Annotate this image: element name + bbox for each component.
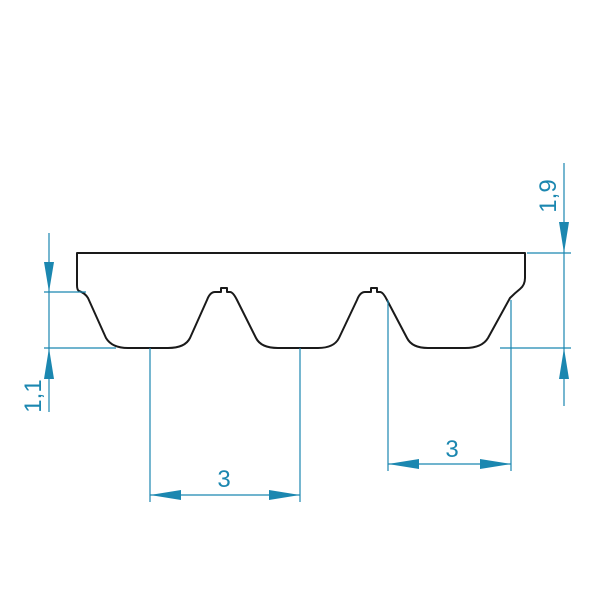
arrow-up-left: [44, 348, 54, 379]
belt-profile-outline: [76, 252, 526, 349]
dimension-pitch-lower: 3: [149, 348, 301, 502]
arrow-down-left: [44, 262, 54, 292]
dimension-pitch-upper: 3: [387, 300, 512, 471]
dimension-tooth-height: 1,1: [20, 233, 116, 413]
arrow-down-right: [559, 222, 569, 253]
arrow-up-right: [559, 348, 569, 379]
arrow-left-upper: [388, 459, 419, 469]
arrow-right-lower: [269, 490, 300, 500]
dimension-label-pitch-lower: 3: [217, 466, 230, 493]
dimension-label-1-1: 1,1: [20, 379, 47, 412]
dimension-label-pitch-upper: 3: [445, 436, 458, 463]
arrow-right-upper: [480, 459, 511, 469]
dimension-total-thickness: 1,9: [500, 163, 571, 406]
dimension-label-1-9: 1,9: [535, 179, 562, 212]
arrow-left-lower: [150, 490, 181, 500]
